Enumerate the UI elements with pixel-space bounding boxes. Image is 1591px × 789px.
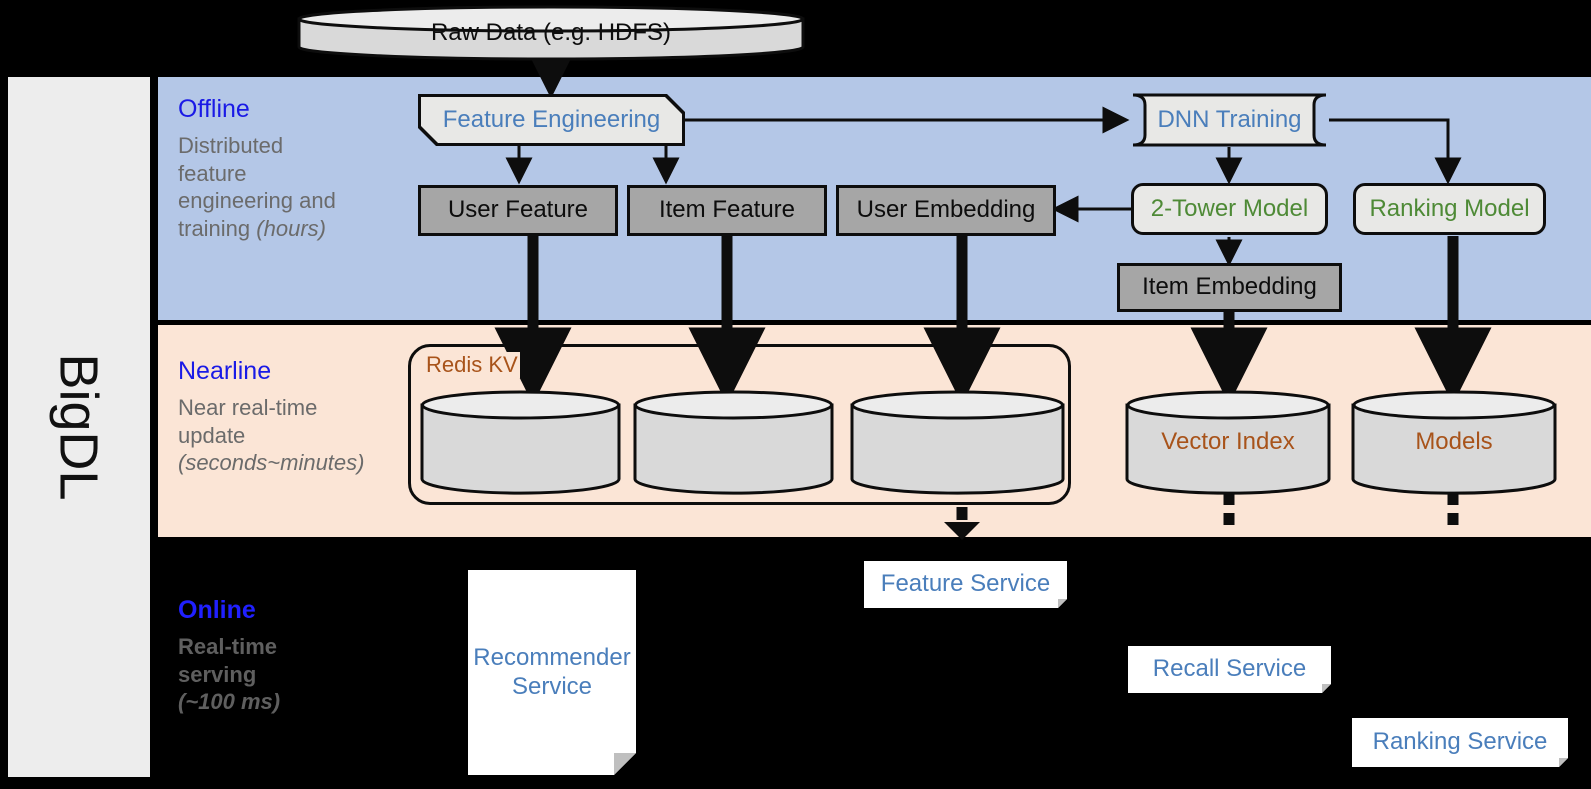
recall-service-node[interactable]: Recall Service <box>1128 646 1331 693</box>
item-embedding-label: Item Embedding <box>1142 273 1317 301</box>
user-embedding-node[interactable]: User Embedding <box>836 185 1056 236</box>
online-desc-italic: (~100 ms) <box>178 689 281 714</box>
vector-index-cylinder[interactable]: Vector Index <box>1124 389 1332 495</box>
raw-data-cylinder[interactable]: Raw Data (e.g. HDFS) <box>296 4 806 62</box>
feature-service-label: Feature Service <box>880 570 1051 598</box>
redis-kv-container[interactable] <box>408 344 1071 505</box>
feature-engineering-label: Feature Engineering <box>442 105 661 133</box>
user-embedding-label: User Embedding <box>856 196 1036 224</box>
ranking-service-node[interactable]: Ranking Service <box>1352 718 1568 767</box>
offline-desc-l2: feature <box>178 160 247 186</box>
offline-desc-l4: training <box>178 215 257 241</box>
models-cylinder[interactable]: Models <box>1350 389 1558 495</box>
redis-kv-label: Redis KV <box>424 352 520 378</box>
offline-desc-italic: (hours) <box>256 215 326 241</box>
redis-store-cylinder-1[interactable] <box>419 389 622 495</box>
redis-store-cylinder-2[interactable] <box>632 389 835 495</box>
redis-store-cylinder-3[interactable] <box>849 389 1066 495</box>
feature-service-node[interactable]: Feature Service <box>864 561 1067 608</box>
recommender-service-node[interactable]: Recommender Service <box>468 570 636 775</box>
item-feature-label: Item Feature <box>658 196 796 224</box>
recall-service-label: Recall Service <box>1152 655 1307 683</box>
offline-title: Offline <box>178 95 250 123</box>
recommender-service-label: Recommender Service <box>473 644 630 702</box>
nearline-title: Nearline <box>178 357 272 385</box>
online-desc-l2: serving <box>178 661 257 687</box>
offline-desc-l3: engineering and <box>178 188 336 213</box>
item-embedding-node[interactable]: Item Embedding <box>1117 263 1342 312</box>
dnn-training-label: DNN Training <box>1157 105 1302 133</box>
online-title: Online <box>178 596 256 624</box>
two-tower-model-node[interactable]: 2-Tower Model <box>1131 183 1328 235</box>
user-feature-node[interactable]: User Feature <box>418 185 618 236</box>
recommender-service-line1: Recommender <box>473 643 631 671</box>
online-desc-l1: Real-time <box>178 634 278 659</box>
online-caption: Online Real-time serving (~100 ms) <box>178 596 403 716</box>
nearline-description: Near real-time update (seconds~minutes) <box>178 394 403 477</box>
bigdl-framework-rail: BigDL <box>8 77 150 777</box>
ranking-service-label: Ranking Service <box>1372 728 1548 756</box>
user-feature-label: User Feature <box>447 196 589 224</box>
vector-index-label: Vector Index <box>1161 428 1295 455</box>
item-feature-node[interactable]: Item Feature <box>627 185 827 236</box>
nearline-desc-italic: (seconds~minutes) <box>178 450 365 475</box>
two-tower-model-label: 2-Tower Model <box>1150 194 1309 222</box>
ranking-model-node[interactable]: Ranking Model <box>1353 183 1546 235</box>
feature-engineering-node[interactable]: Feature Engineering <box>418 94 685 146</box>
nearline-caption: Nearline Near real-time update (seconds~… <box>178 357 403 477</box>
raw-data-label: Raw Data (e.g. HDFS) <box>430 19 672 46</box>
nearline-desc-l2: update <box>178 422 246 448</box>
dnn-training-node[interactable]: DNN Training <box>1131 93 1328 147</box>
nearline-desc-l1: Near real-time <box>178 395 318 420</box>
recommender-service-line2: Service <box>511 672 593 700</box>
bigdl-label: BigDL <box>49 353 110 501</box>
models-label: Models <box>1415 428 1493 455</box>
offline-desc-l1: Distributed <box>178 133 284 158</box>
offline-caption: Offline Distributed feature engineering … <box>178 95 403 242</box>
ranking-model-label: Ranking Model <box>1369 194 1530 222</box>
online-description: Real-time serving (~100 ms) <box>178 633 403 716</box>
offline-description: Distributed feature engineering and trai… <box>178 132 403 242</box>
